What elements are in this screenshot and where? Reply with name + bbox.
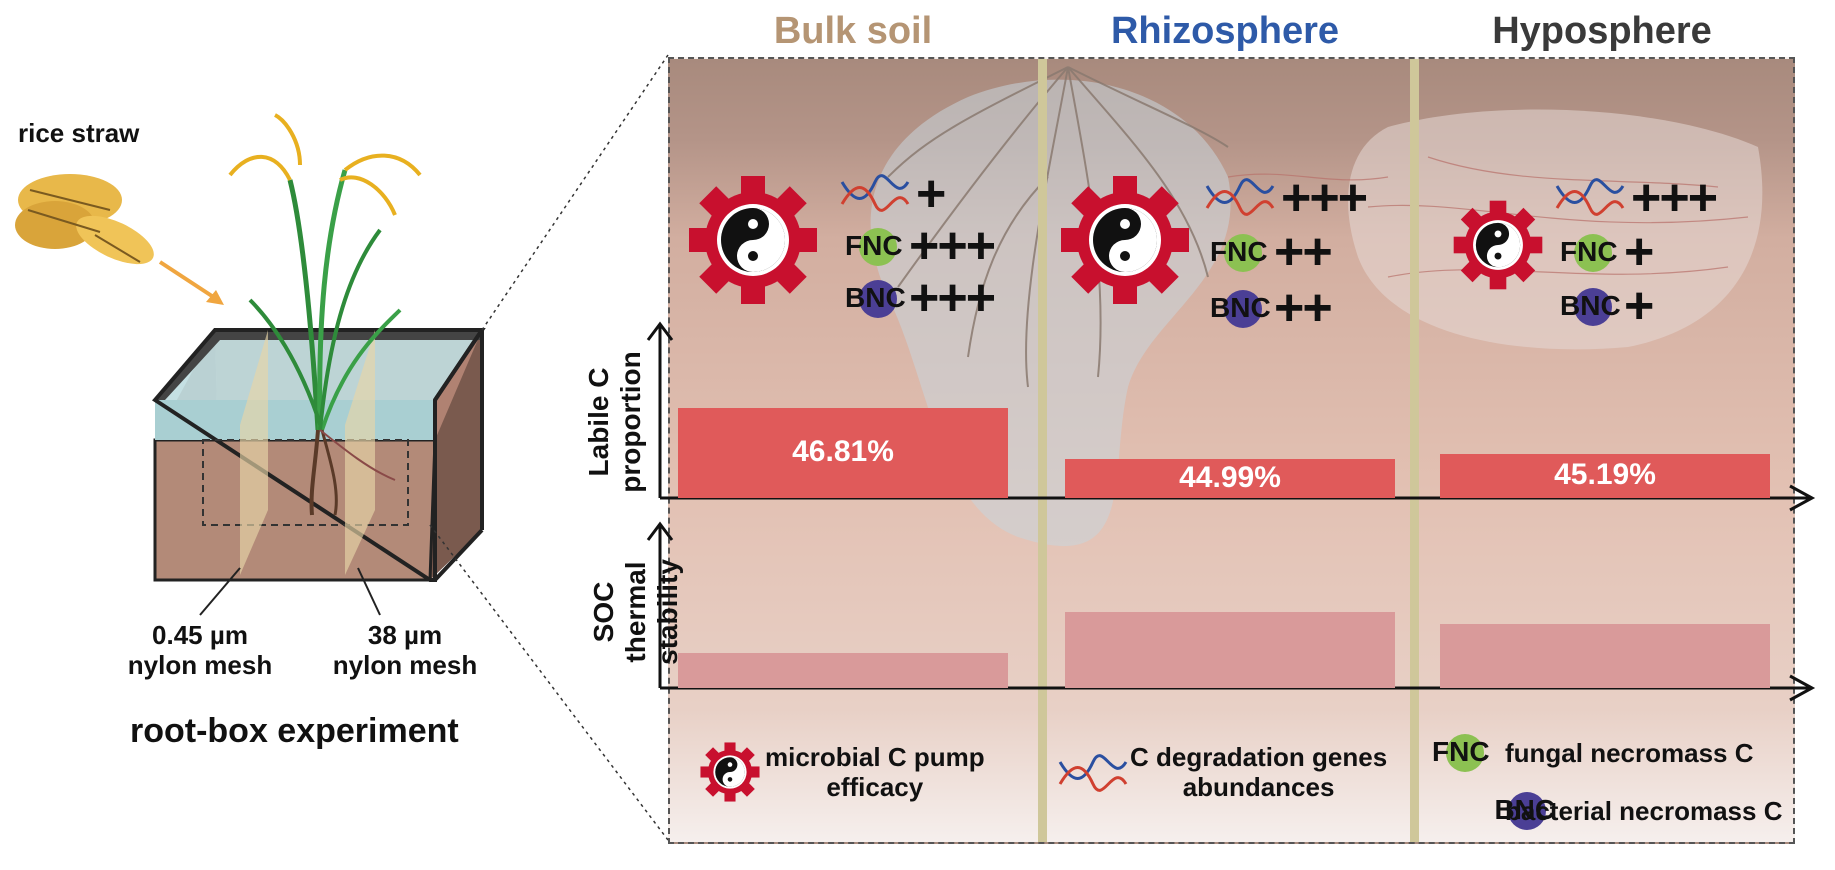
pump-gear-icon <box>689 176 817 304</box>
bnc-icon: BNC <box>1560 286 1621 326</box>
column-title-rhizosphere: Rhizosphere <box>1110 10 1340 52</box>
bnc-icon: BNC <box>1210 288 1271 328</box>
chart-axes <box>646 321 1816 702</box>
bnc-icon: BNC <box>845 278 906 318</box>
legend-fnc-icon: FNC <box>1432 732 1490 772</box>
labile-bar-label: 44.99% <box>1179 460 1281 494</box>
straw-arrow-icon <box>158 260 224 305</box>
legend-bnc-icon: BNC <box>1494 790 1555 830</box>
gene-signs: +++ <box>1631 169 1718 227</box>
legend-genes-label: C degradation genes abundances <box>1130 742 1388 802</box>
pump-gear-icon <box>1453 200 1543 290</box>
pump-gear-icon <box>1061 176 1189 304</box>
fnc-icon: FNC <box>1210 232 1268 272</box>
mesh-38-label: 38 µm nylon mesh <box>332 620 478 680</box>
gene-signs: +++ <box>1281 169 1368 227</box>
bulk-fnc-row: FNC +++ <box>845 217 996 275</box>
legend-fnc-label: fungal necromass C <box>1505 738 1754 768</box>
fnc-signs: +++ <box>909 217 996 275</box>
fnc-icon: FNC <box>845 226 903 266</box>
thermal-bar-bulk-soil <box>678 652 1008 688</box>
zoom-connector <box>429 54 669 841</box>
left-illustration <box>15 113 486 616</box>
bnc-signs: + <box>1624 277 1654 335</box>
labile-bar-bulk-soil: 46.81% <box>678 408 1008 498</box>
fnc-icon: FNC <box>1560 232 1618 272</box>
dna-icon <box>1555 178 1625 216</box>
legend-pump-icon <box>700 742 760 802</box>
labile-bar-label: 46.81% <box>792 435 894 469</box>
gene-signs: + <box>916 165 946 223</box>
labile-bar-rhizosphere: 44.99% <box>1065 459 1395 498</box>
rice-plant-icon <box>228 113 422 516</box>
bulk-gene-row: + <box>840 165 946 223</box>
legend-bnc-label: bacterial necromass C <box>1505 796 1783 826</box>
labile-c-axis-label: Labile C proportion <box>583 351 646 493</box>
thermal-bar-hyposphere <box>1440 624 1770 688</box>
legend-dna-icon <box>1058 754 1128 792</box>
root-box-icon <box>152 328 486 582</box>
legend-pump-label: microbial C pump efficacy <box>765 742 985 802</box>
rice-straw-label: rice straw <box>18 118 140 148</box>
divider-2 <box>1410 59 1419 842</box>
mesh-045-label: 0.45 µm nylon mesh <box>127 620 273 680</box>
bnc-signs: +++ <box>909 269 996 327</box>
column-title-bulk-soil: Bulk soil <box>773 10 933 52</box>
rhizo-bnc-row: BNC ++ <box>1210 279 1333 337</box>
bnc-signs: ++ <box>1274 279 1333 337</box>
dna-icon <box>840 174 910 212</box>
hypo-fnc-row: FNC + <box>1560 223 1654 281</box>
root-box-caption: root-box experiment <box>130 712 459 750</box>
divider-1 <box>1038 59 1047 842</box>
fnc-signs: ++ <box>1274 223 1333 281</box>
rhizo-gene-row: +++ <box>1205 169 1368 227</box>
rice-straw-icon <box>15 174 154 265</box>
column-title-hyposphere: Hyposphere <box>1492 10 1712 52</box>
hypo-gene-row: +++ <box>1555 169 1718 227</box>
labile-bar-label: 45.19% <box>1554 457 1656 491</box>
rhizo-fnc-row: FNC ++ <box>1210 223 1333 281</box>
dna-icon <box>1205 178 1275 216</box>
thermal-bar-rhizosphere <box>1065 612 1395 688</box>
fnc-signs: + <box>1624 223 1654 281</box>
labile-bar-hyposphere: 45.19% <box>1440 453 1770 498</box>
bulk-bnc-row: BNC +++ <box>845 269 996 327</box>
hypo-bnc-row: BNC + <box>1560 277 1654 335</box>
